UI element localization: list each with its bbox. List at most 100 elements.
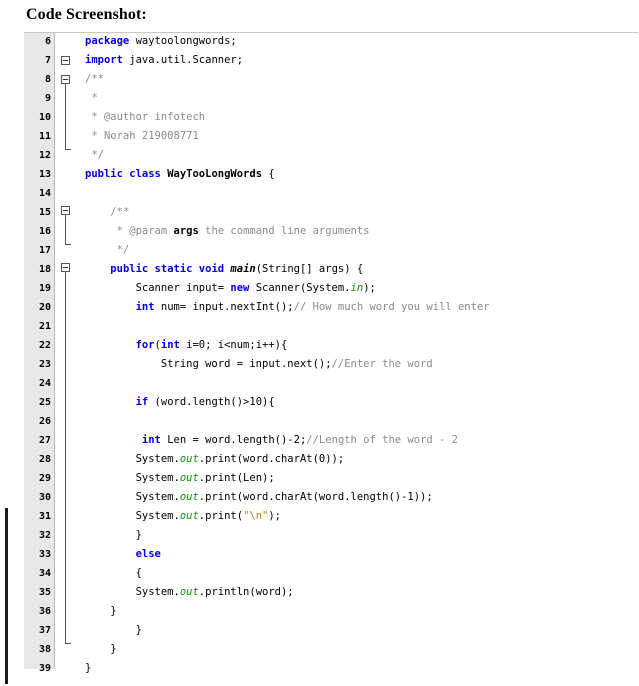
line-number: 33: [38, 549, 51, 560]
code-text: }: [85, 662, 92, 674]
code-line: 32 }: [24, 526, 639, 545]
code-text: Scanner input= new Scanner(System.in);: [85, 282, 376, 294]
code-text: public class WayTooLongWords {: [85, 168, 275, 180]
divider: [24, 32, 638, 33]
fold-toggle-icon[interactable]: [61, 56, 70, 65]
page-heading: Code Screenshot:: [26, 6, 147, 23]
code-line: 7 import java.util.Scanner;: [24, 51, 639, 70]
code-line: 9 *: [24, 89, 639, 108]
line-number: 24: [38, 378, 51, 389]
line-number-gutter: [24, 33, 55, 669]
code-line: 33 else: [24, 545, 639, 564]
line-number: 18: [38, 264, 51, 275]
code-line: 16 * @param args the command line argume…: [24, 222, 639, 241]
line-number: 23: [38, 359, 51, 370]
code-text: }: [85, 529, 142, 541]
code-text: *: [85, 92, 98, 104]
code-text: System.out.print("\n");: [85, 510, 282, 522]
fold-guide-line: [65, 272, 66, 643]
code-line: 18 public static void main(String[] args…: [24, 260, 639, 279]
line-number: 11: [38, 131, 51, 142]
code-text: import java.util.Scanner;: [85, 54, 244, 66]
line-number: 39: [38, 663, 51, 674]
code-line: 6 package waytoolongwords;: [24, 32, 639, 51]
code-text: */: [85, 244, 130, 256]
line-number: 27: [38, 435, 51, 446]
line-number: 16: [38, 226, 51, 237]
line-number: 31: [38, 511, 51, 522]
code-text: for(int i=0; i<num;i++){: [135, 339, 288, 351]
fold-toggle-icon[interactable]: [61, 206, 70, 215]
code-text: int Len = word.length()-2;//Length of th…: [141, 434, 458, 446]
code-line: 11 * Norah 219008771: [24, 127, 639, 146]
code-line: 34 {: [24, 564, 639, 583]
line-number: 21: [38, 321, 51, 332]
code-text: else: [135, 548, 161, 560]
fold-guide-end: [65, 244, 71, 245]
code-text: System.out.println(word);: [85, 586, 294, 598]
code-text: * Norah 219008771: [85, 130, 199, 142]
code-line: 12 */: [24, 146, 639, 165]
code-text: * @param args the command line arguments: [85, 225, 370, 237]
code-line: 10 * @author infotech: [24, 108, 639, 127]
code-line: 30 System.out.print(word.charAt(word.len…: [24, 488, 639, 507]
fold-guide-line: [65, 84, 66, 149]
code-line: 26: [24, 412, 639, 431]
code-text: System.out.print(word.charAt(word.length…: [85, 491, 433, 503]
code-line: 22 for(int i=0; i<num;i++){: [24, 336, 639, 355]
code-line: 27 int Len = word.length()-2;//Length of…: [24, 431, 639, 450]
code-text: /**: [110, 206, 130, 218]
line-number: 22: [38, 340, 51, 351]
line-number: 19: [38, 283, 51, 294]
code-text: }: [85, 605, 117, 617]
code-line: 13 public class WayTooLongWords {: [24, 165, 639, 184]
code-line: 21: [24, 317, 639, 336]
code-text: System.out.print(Len);: [85, 472, 275, 484]
line-number: 20: [38, 302, 51, 313]
code-editor[interactable]: 6 package waytoolongwords; 7 import java.ut…: [24, 32, 639, 674]
line-number: 6: [44, 36, 51, 47]
line-number: 36: [38, 606, 51, 617]
scrollbar[interactable]: [5, 508, 8, 684]
code-text: if (word.length()>10){: [135, 396, 275, 408]
code-line: 23 String word = input.next();//Enter th…: [24, 355, 639, 374]
code-text: * @author infotech: [85, 111, 206, 123]
line-number: 17: [38, 245, 51, 256]
line-number: 8: [44, 74, 51, 85]
code-text: /**: [85, 73, 104, 85]
code-line: 29 System.out.print(Len);: [24, 469, 639, 488]
line-number: 12: [38, 150, 51, 161]
code-line: 19 Scanner input= new Scanner(System.in)…: [24, 279, 639, 298]
code-line: 37 }: [24, 621, 639, 640]
line-number: 30: [38, 492, 51, 503]
fold-guide-line: [65, 215, 66, 244]
line-number: 9: [44, 93, 51, 104]
code-line: 28 System.out.print(word.charAt(0));: [24, 450, 639, 469]
code-line: 8 /**: [24, 70, 639, 89]
line-number: 28: [38, 454, 51, 465]
fold-toggle-icon[interactable]: [61, 263, 70, 272]
code-line: 25 if (word.length()>10){: [24, 393, 639, 412]
line-number: 13: [38, 169, 51, 180]
line-number: 34: [38, 568, 51, 579]
fold-toggle-icon[interactable]: [61, 75, 70, 84]
line-number: 7: [44, 55, 51, 66]
code-line: 39}: [24, 659, 639, 678]
code-text: int num= input.nextInt();// How much wor…: [135, 301, 490, 313]
line-number: 38: [38, 644, 51, 655]
code-line: 38 }: [24, 640, 639, 659]
code-text: */: [85, 149, 104, 161]
line-number: 25: [38, 397, 51, 408]
code-text: }: [85, 643, 117, 655]
code-text: {: [85, 567, 142, 579]
line-number: 35: [38, 587, 51, 598]
code-text: }: [85, 624, 142, 636]
code-text: package waytoolongwords;: [85, 35, 237, 47]
line-number: 10: [38, 112, 51, 123]
line-number: 32: [38, 530, 51, 541]
code-text: public static void main(String[] args) {: [110, 263, 364, 275]
code-line: 31 System.out.print("\n");: [24, 507, 639, 526]
code-text: String word = input.next();//Enter the w…: [85, 358, 433, 370]
fold-guide-end: [65, 643, 71, 644]
line-number: 14: [38, 188, 51, 199]
